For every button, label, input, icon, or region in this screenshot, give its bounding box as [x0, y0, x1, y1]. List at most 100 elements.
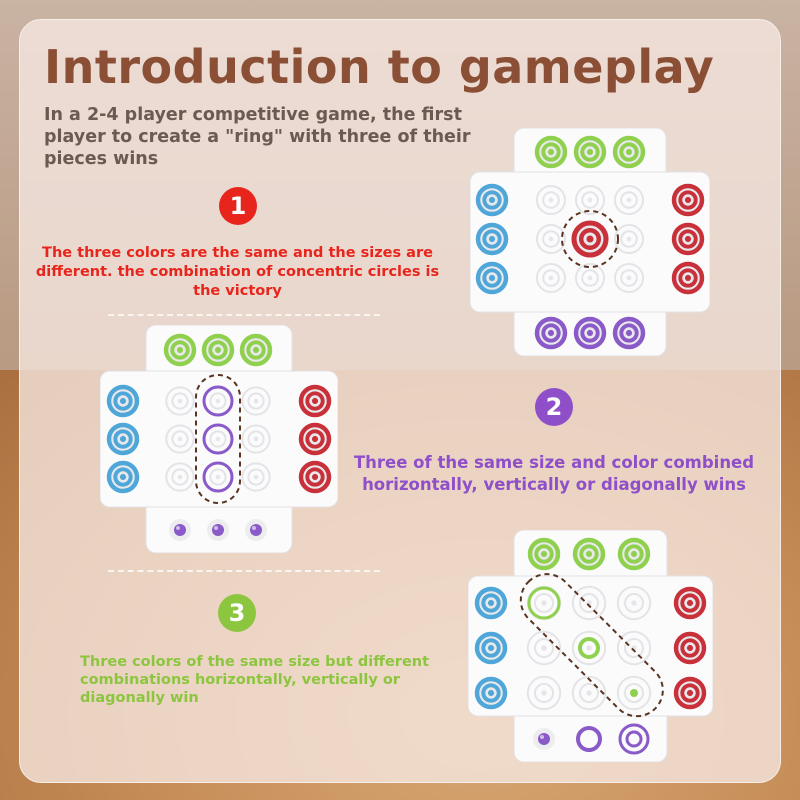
purple-ring-piece	[202, 461, 234, 493]
empty-slot	[534, 638, 554, 658]
empty-slot	[215, 436, 221, 442]
empty-slot	[626, 275, 632, 281]
empty-slot	[171, 392, 189, 410]
empty-slot	[253, 398, 259, 404]
empty-slot	[624, 683, 644, 703]
empty-slot	[548, 236, 554, 242]
empty-slot	[165, 462, 195, 492]
empty-slot	[624, 638, 644, 658]
empty-slot	[620, 191, 638, 209]
empty-slot	[579, 593, 599, 613]
game-piece	[617, 537, 651, 571]
game-piece	[207, 519, 229, 541]
game-piece	[298, 384, 332, 418]
game-board-example-1	[470, 128, 710, 356]
empty-slot	[535, 262, 567, 294]
empty-slot	[241, 462, 271, 492]
empty-slot	[613, 262, 645, 294]
game-piece	[474, 631, 508, 665]
game-piece	[475, 183, 509, 217]
game-piece	[474, 676, 508, 710]
empty-slot	[587, 197, 593, 203]
game-piece	[298, 460, 332, 494]
game-piece	[239, 333, 273, 367]
empty-slot	[586, 645, 592, 651]
empty-slot	[626, 236, 632, 242]
game-piece	[576, 726, 602, 752]
empty-slot	[586, 690, 592, 696]
empty-slot	[171, 468, 189, 486]
game-piece	[474, 586, 508, 620]
game-piece	[573, 316, 607, 350]
empty-slot	[616, 585, 652, 621]
empty-slot	[574, 184, 606, 216]
game-piece	[673, 631, 707, 665]
empty-slot	[542, 230, 560, 248]
game-piece	[163, 333, 197, 367]
game-piece	[201, 333, 235, 367]
empty-slot	[253, 474, 259, 480]
empty-slot	[535, 223, 567, 255]
empty-slot	[571, 630, 607, 666]
empty-slot	[247, 430, 265, 448]
rule-3-badge: 3	[218, 594, 256, 632]
empty-slot	[574, 262, 606, 294]
highlight-outline	[561, 210, 619, 268]
game-piece	[612, 135, 646, 169]
empty-slot	[247, 392, 265, 410]
game-piece	[533, 728, 555, 750]
highlight-outline	[519, 573, 664, 718]
empty-slot	[542, 191, 560, 209]
game-piece	[527, 537, 561, 571]
game-piece	[673, 676, 707, 710]
game-piece	[618, 723, 650, 755]
game-piece	[612, 316, 646, 350]
empty-slot	[620, 230, 638, 248]
rule-1-badge: 1	[219, 187, 257, 225]
game-piece	[534, 316, 568, 350]
empty-slot	[624, 593, 644, 613]
empty-slot	[581, 191, 599, 209]
empty-slot	[616, 675, 652, 711]
rule-1-text: The three colors are the same and the si…	[35, 245, 440, 299]
green-large-ring	[527, 586, 561, 620]
empty-slot	[581, 269, 599, 287]
empty-slot	[209, 468, 227, 486]
empty-slot	[177, 474, 183, 480]
purple-ring-piece	[202, 423, 234, 455]
game-board-example-2	[100, 325, 338, 553]
game-piece	[572, 537, 606, 571]
empty-slot	[620, 269, 638, 287]
empty-slot	[579, 683, 599, 703]
empty-slot	[171, 430, 189, 448]
purple-ring-piece	[202, 385, 234, 417]
game-piece	[106, 422, 140, 456]
empty-slot	[165, 424, 195, 454]
green-small-dot	[630, 689, 638, 697]
game-piece	[475, 222, 509, 256]
empty-slot	[534, 683, 554, 703]
empty-slot	[247, 468, 265, 486]
empty-slot	[571, 675, 607, 711]
empty-slot	[548, 197, 554, 203]
empty-slot	[177, 398, 183, 404]
empty-slot	[241, 424, 271, 454]
intro-text: In a 2-4 player competitive game, the fi…	[44, 105, 471, 169]
empty-slot	[241, 386, 271, 416]
empty-slot	[616, 630, 652, 666]
empty-slot	[541, 645, 547, 651]
rule-2-text: Three of the same size and color combine…	[353, 453, 755, 494]
empty-slot	[253, 436, 259, 442]
divider-1	[108, 314, 380, 316]
empty-slot	[215, 398, 221, 404]
empty-slot	[631, 600, 637, 606]
game-piece	[106, 460, 140, 494]
game-piece	[106, 384, 140, 418]
green-medium-ring	[578, 637, 600, 659]
game-board-example-3	[468, 530, 713, 762]
game-piece	[571, 220, 609, 258]
empty-slot	[571, 585, 607, 621]
divider-2	[108, 570, 380, 572]
game-piece	[475, 261, 509, 295]
game-piece	[671, 183, 705, 217]
